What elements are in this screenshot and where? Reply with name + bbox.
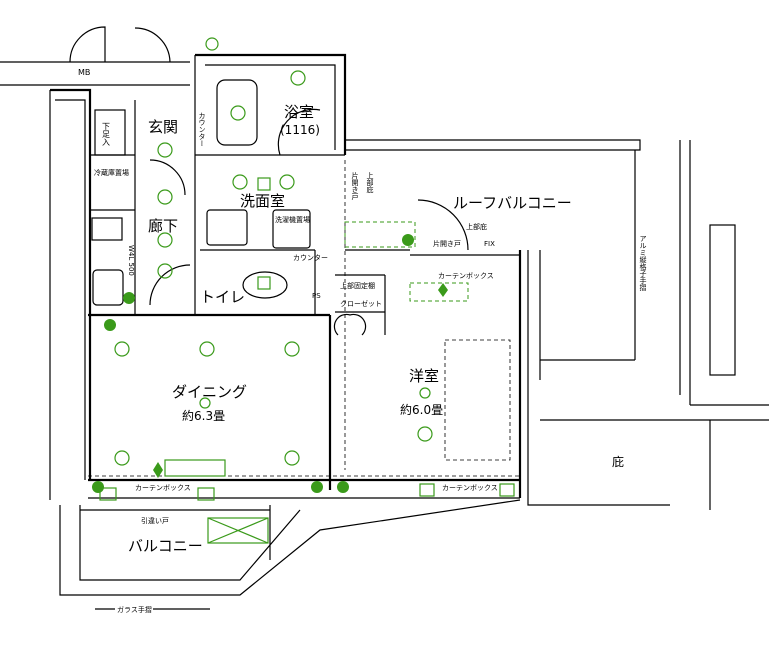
upper-shelf-label: 上部固定棚: [340, 281, 375, 290]
mb-label: MB: [78, 68, 90, 77]
aluminum-rail-label: アルミ縦格子手摺: [639, 235, 647, 292]
single-door-label-1: 片開き戸: [351, 171, 359, 201]
dining-area: 約6.3畳: [182, 408, 225, 423]
fridge-space-label: 冷蔵庫置場: [94, 168, 129, 177]
room-label-hallway: 廊下: [148, 217, 178, 235]
room-label-western-room: 洋室: [409, 367, 439, 385]
room-label-eaves: 庇: [612, 454, 624, 469]
curtain-box-label-3: カーテンボックス: [442, 484, 498, 492]
wall-dimension-label: W4L 500: [127, 245, 135, 276]
bathroom-size: (1116): [280, 123, 320, 137]
toilet-bowl: [242, 271, 288, 299]
washer-space-label: 洗濯機置場: [275, 215, 310, 224]
room-label-dining: ダイニング: [172, 383, 247, 401]
bathtub: [216, 79, 258, 146]
walls: [0, 53, 769, 596]
room-label-entrance: 玄関: [148, 118, 178, 136]
room-label-balcony: バルコニー: [128, 537, 203, 555]
closet-label: クローゼット: [340, 299, 382, 308]
cooktop: [91, 217, 123, 241]
ps-label: PS: [312, 292, 321, 300]
door-swings: [69, 26, 469, 336]
shoe-storage-label: 下足入: [102, 122, 111, 146]
counter-washroom-label: カウンター: [293, 253, 328, 262]
upper-eaves-label-1: 上部庇: [366, 171, 374, 194]
sink: [92, 269, 124, 306]
western-room-area: 約6.0畳: [400, 402, 443, 417]
wash-basin: [206, 209, 248, 246]
fix-label: FIX: [484, 240, 495, 248]
room-label-toilet: トイレ: [200, 288, 245, 306]
room-label-washroom: 洗面室: [240, 192, 285, 210]
room-label-bathroom: 浴室: [284, 103, 314, 121]
fixtures: [91, 37, 515, 544]
washer-space: [272, 209, 311, 249]
glass-rail-label: ガラス手摺: [117, 605, 152, 614]
single-door-label-2: 片開き戸: [433, 239, 461, 248]
curtain-box-label-1: カーテンボックス: [438, 272, 494, 280]
upper-eaves-label-2: 上部庇: [466, 222, 487, 231]
counter-entrance-label: カウンター: [198, 112, 206, 147]
room-label-roof-balcony: ルーフバルコニー: [453, 194, 572, 212]
sliding-door-label: 引違い戸: [141, 516, 169, 525]
curtain-box-label-2: カーテンボックス: [135, 484, 191, 492]
